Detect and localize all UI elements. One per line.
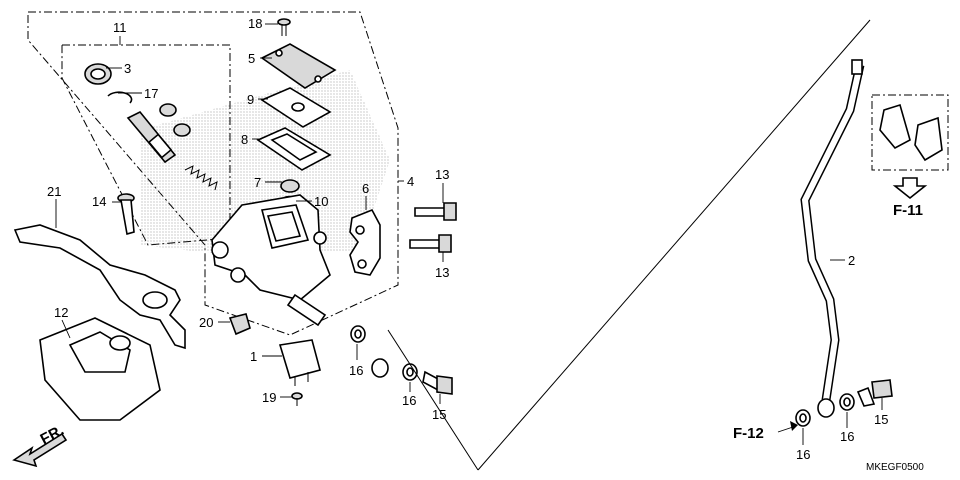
leader-lines	[55, 23, 883, 445]
callout-1: 1	[250, 349, 257, 364]
set-plate-part	[260, 87, 332, 128]
pivot-bolt-part	[117, 193, 135, 236]
callout-15-b: 15	[874, 412, 888, 427]
washer-16-b	[402, 363, 418, 381]
oil-bolt-15-a	[422, 370, 453, 395]
callout-13-upper: 13	[435, 167, 449, 182]
brake-switch-part	[278, 339, 321, 386]
callout-16-b: 16	[402, 393, 416, 408]
callout-2: 2	[848, 253, 855, 268]
screw-19-part	[291, 392, 303, 406]
callout-16-a: 16	[349, 363, 363, 378]
holder-part	[349, 208, 381, 276]
callout-20: 20	[199, 315, 213, 330]
callout-9: 9	[247, 92, 254, 107]
front-arrow-icon	[12, 432, 68, 468]
callout-3: 3	[124, 61, 131, 76]
callout-12: 12	[54, 305, 68, 320]
washer-16-c	[795, 409, 811, 427]
callout-16-c: 16	[796, 447, 810, 462]
callout-21: 21	[47, 184, 61, 199]
oil-bolt-15-b	[856, 379, 893, 407]
diagram-code: MKEGF0500	[866, 462, 924, 473]
washer-16-a	[350, 325, 366, 343]
callout-4: 4	[407, 174, 414, 189]
callout-7: 7	[254, 175, 261, 190]
down-arrow-icon	[892, 177, 928, 200]
callout-17: 17	[144, 86, 158, 101]
reference-f11[interactable]: F-11	[893, 202, 923, 219]
callout-6: 6	[362, 181, 369, 196]
callout-5: 5	[248, 51, 255, 66]
callout-8: 8	[241, 132, 248, 147]
callout-14: 14	[92, 194, 106, 209]
nut-20-part	[228, 313, 251, 336]
bolt-13-lower	[409, 234, 452, 253]
shading-area	[140, 70, 390, 255]
brake-hose-short	[371, 301, 510, 441]
section-divider	[477, 19, 871, 471]
cover-part	[39, 317, 161, 421]
callout-18: 18	[248, 16, 262, 31]
callout-11: 11	[113, 20, 127, 35]
washer-16-d	[839, 393, 855, 411]
callout-19: 19	[262, 390, 276, 405]
brake-hose-long	[800, 59, 865, 418]
bolt-13-upper	[414, 202, 457, 221]
screw-18-part	[277, 18, 291, 36]
diaphragm-part	[256, 127, 332, 171]
callout-13-lower: 13	[435, 265, 449, 280]
callout-16-d: 16	[840, 429, 854, 444]
section-divider-2	[387, 329, 479, 471]
master-cylinder-body	[211, 194, 331, 327]
boot-part	[84, 63, 112, 85]
callout-10: 10	[314, 194, 328, 209]
circlip-part	[107, 91, 133, 104]
piston-seals	[159, 103, 191, 137]
front-label: FR.	[38, 422, 67, 448]
caliper-inset	[871, 94, 949, 200]
arrowhead	[790, 421, 798, 431]
piston-part	[126, 110, 177, 164]
reservoir-cap-part	[260, 43, 337, 89]
spring-part	[184, 165, 218, 191]
float-part	[280, 179, 300, 193]
brake-lever-part	[13, 224, 186, 350]
reference-f12[interactable]: F-12	[733, 425, 764, 442]
callout-15-a: 15	[432, 407, 446, 422]
